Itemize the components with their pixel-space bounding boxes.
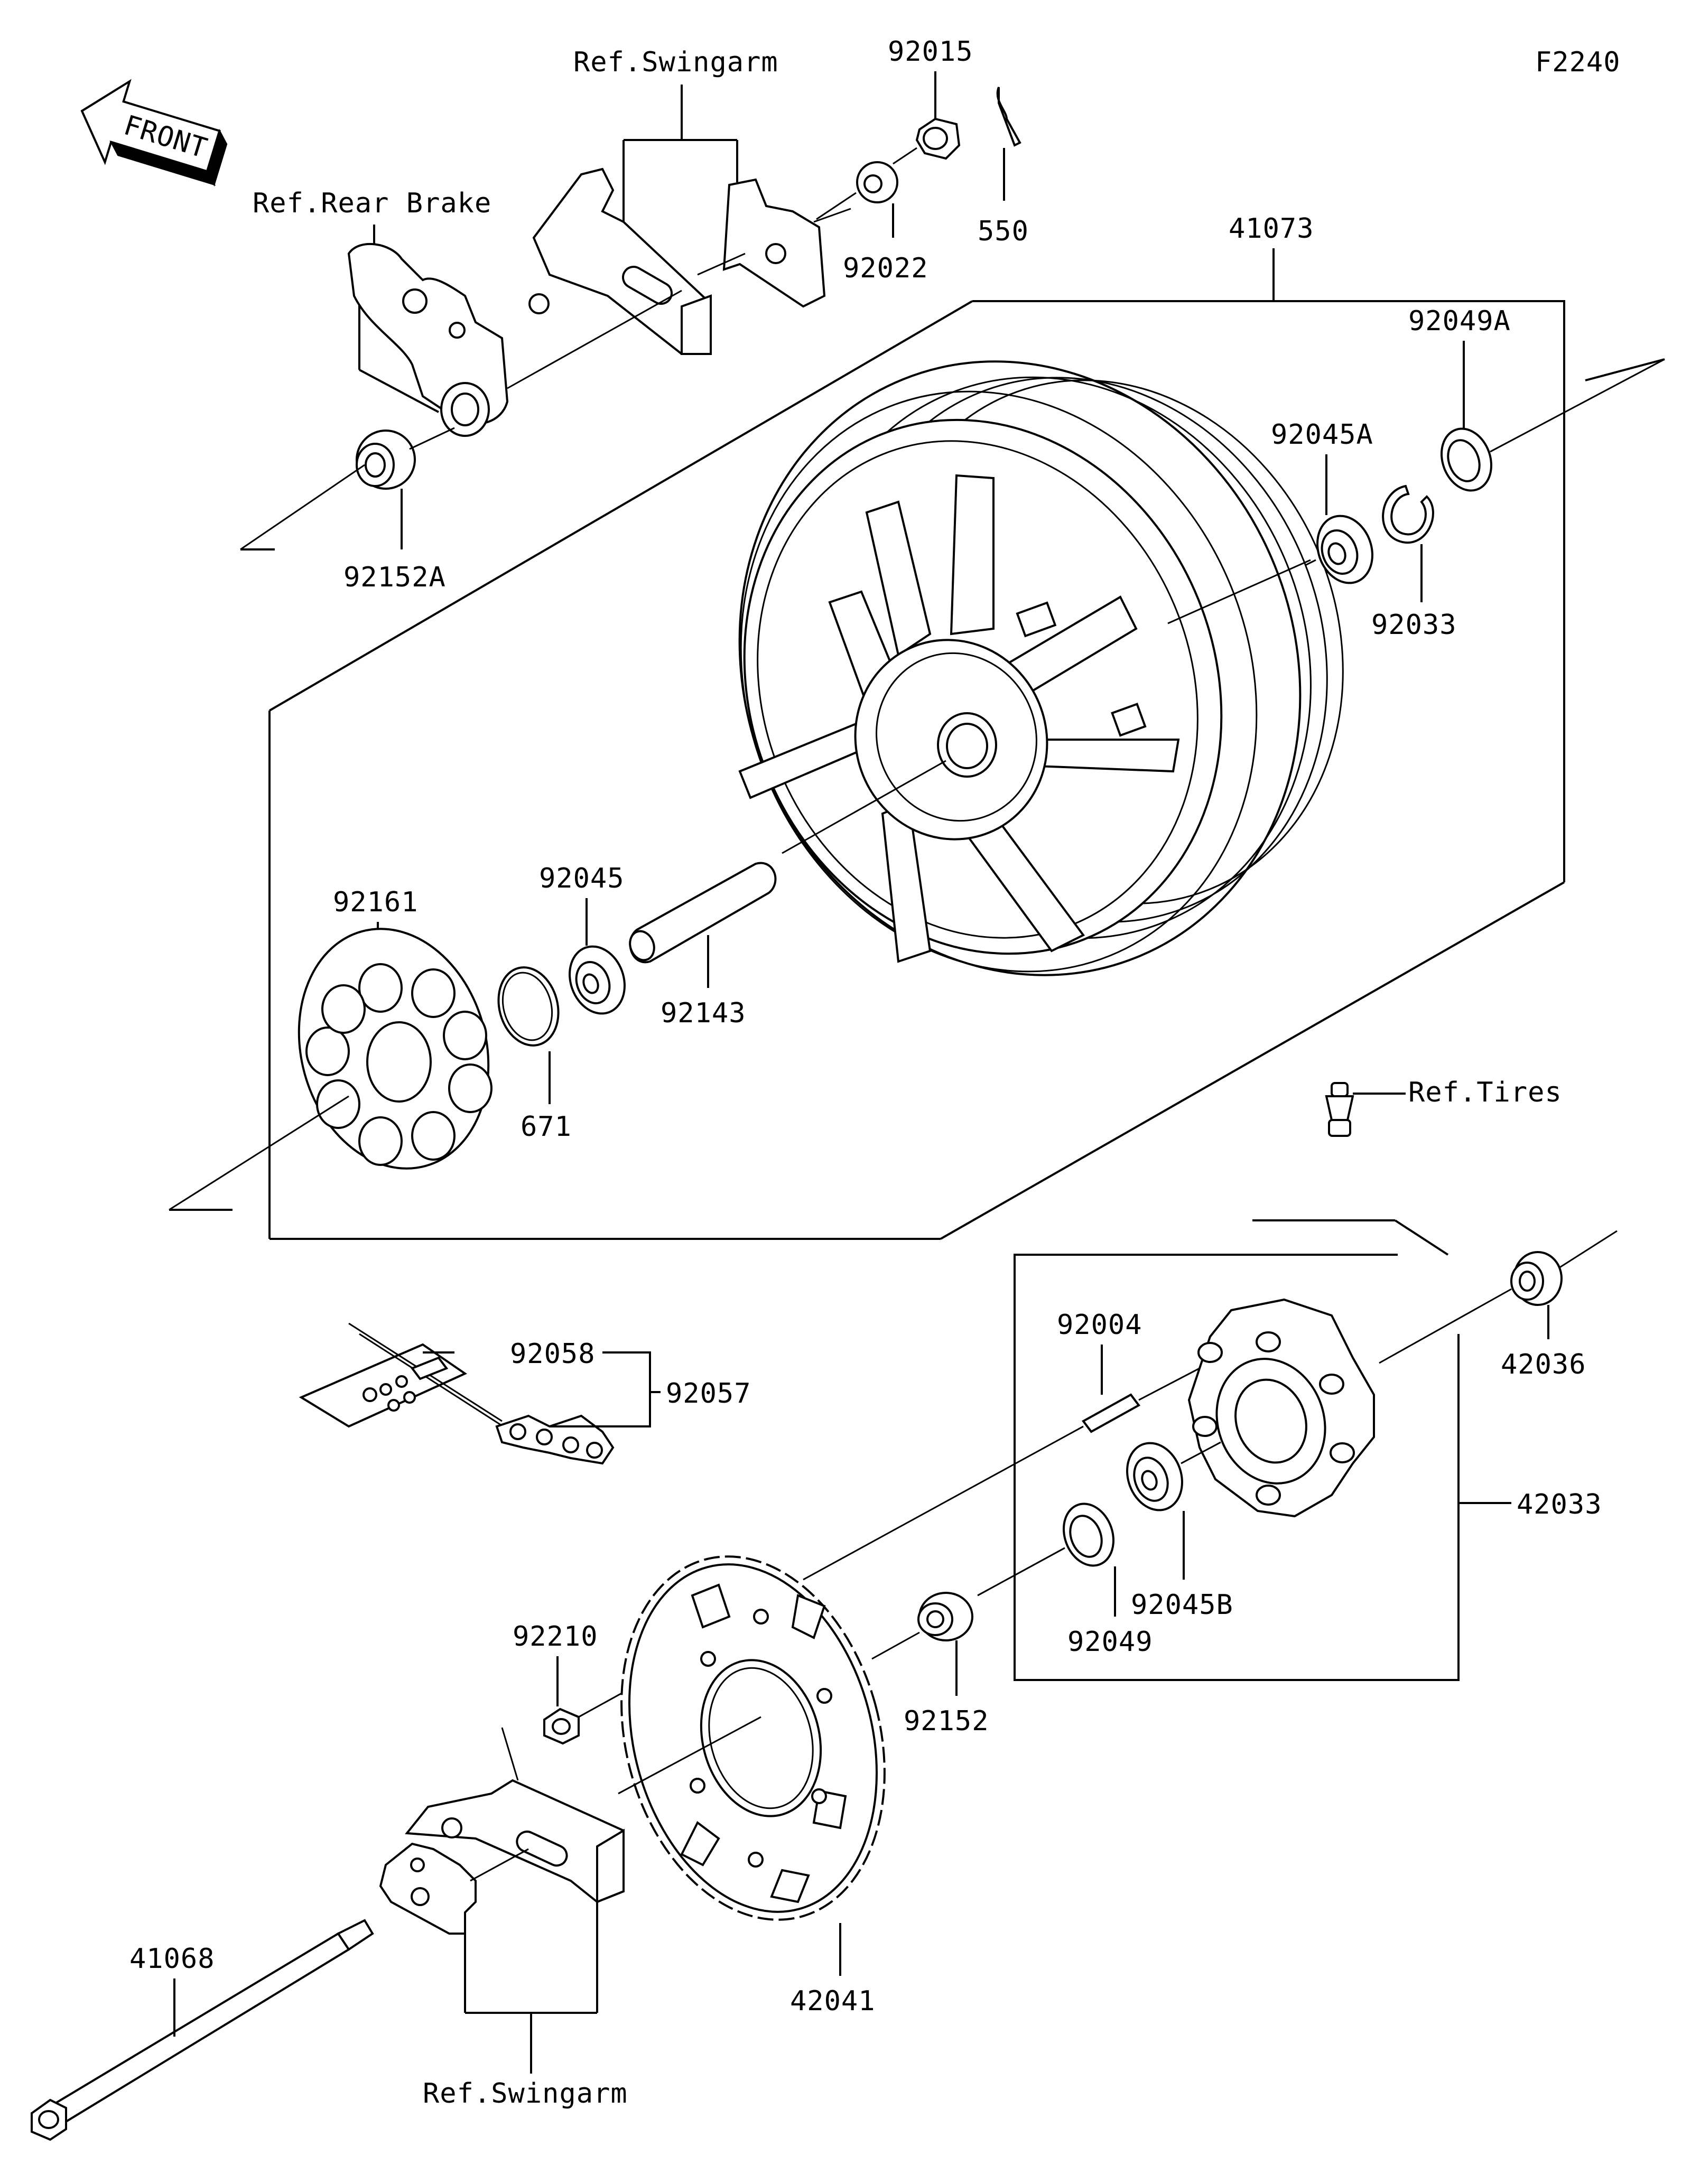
label-92210: 92210 xyxy=(513,1621,598,1653)
label-671: 671 xyxy=(521,1111,572,1143)
sprocket-hub-42033 xyxy=(1187,1298,1375,1518)
tire-valve-icon xyxy=(1325,1082,1354,1137)
ball-bearing-92045 xyxy=(569,945,626,1015)
distance-collar-92143 xyxy=(629,862,777,964)
washer-92022 xyxy=(856,161,898,203)
label-41068: 41068 xyxy=(129,1943,215,1975)
castle-nut-92015 xyxy=(915,117,961,160)
label-92058: 92058 xyxy=(510,1338,596,1370)
label-92049: 92049 xyxy=(1067,1626,1153,1658)
circlip-92033 xyxy=(1382,484,1434,544)
label-92152: 92152 xyxy=(904,1705,989,1737)
wheel-hub xyxy=(854,601,1147,841)
collar-42036 xyxy=(1510,1251,1563,1306)
nut-92210 xyxy=(543,1707,580,1745)
ball-bearing-92045a xyxy=(1316,515,1373,584)
stud-92004 xyxy=(1082,1393,1140,1433)
label-92022: 92022 xyxy=(843,253,928,284)
o-ring-671 xyxy=(497,966,560,1047)
label-92057: 92057 xyxy=(666,1378,751,1410)
cotter-pin-550 xyxy=(996,87,1021,147)
ball-bearing-92045b xyxy=(1126,1442,1183,1511)
label-92143: 92143 xyxy=(661,997,746,1029)
wheel-assembly-frame xyxy=(268,300,1565,1240)
oil-seal-92049 xyxy=(1062,1502,1115,1567)
label-550: 550 xyxy=(978,216,1029,247)
label-92045a: 92045A xyxy=(1271,419,1373,451)
collar-92152 xyxy=(917,1592,973,1641)
label-42036: 42036 xyxy=(1501,1349,1586,1380)
swingarm-end-top xyxy=(528,167,712,355)
figure-code: F2240 xyxy=(1535,46,1621,78)
hub-assembly-frame xyxy=(1014,1254,1460,1681)
oil-seal-92049a xyxy=(1440,427,1493,492)
label-92045: 92045 xyxy=(539,863,625,894)
collar-92152a xyxy=(356,430,416,490)
label-42033: 42033 xyxy=(1517,1489,1602,1520)
chain-joint-kit-92058 xyxy=(299,1322,508,1430)
rear-axle-41068 xyxy=(31,1919,374,2141)
ref-tires: Ref.Tires xyxy=(1408,1077,1562,1108)
label-42041: 42041 xyxy=(790,1985,876,2017)
swingarm-end-bottom xyxy=(405,1727,625,1903)
front-arrow-icon: FRONT xyxy=(80,79,228,187)
label-92015: 92015 xyxy=(888,36,973,68)
label-92152a: 92152A xyxy=(343,562,446,593)
ref-rear-brake: Ref.Rear Brake xyxy=(253,188,491,219)
label-92049a: 92049A xyxy=(1408,305,1511,337)
label-41073: 41073 xyxy=(1229,213,1314,245)
label-92004: 92004 xyxy=(1057,1309,1142,1341)
label-92045b: 92045B xyxy=(1131,1589,1233,1621)
chain-adjuster-top xyxy=(722,178,826,308)
swingarm-ref-bracket-top xyxy=(622,85,738,246)
ref-swingarm-top: Ref.Swingarm xyxy=(573,46,778,78)
chain-adjuster-bottom xyxy=(379,1842,477,1935)
rear-brake-caliper-bracket xyxy=(347,242,509,437)
wheel-damper-92161 xyxy=(298,928,493,1170)
swingarm-ref-bracket-bottom xyxy=(464,1902,598,2074)
label-92033: 92033 xyxy=(1371,609,1457,641)
label-92161: 92161 xyxy=(333,886,419,918)
rear-sprocket-42041 xyxy=(620,1555,886,1921)
drive-chain-92057 xyxy=(495,1414,615,1465)
ref-swingarm-bottom: Ref.Swingarm xyxy=(423,2078,628,2110)
